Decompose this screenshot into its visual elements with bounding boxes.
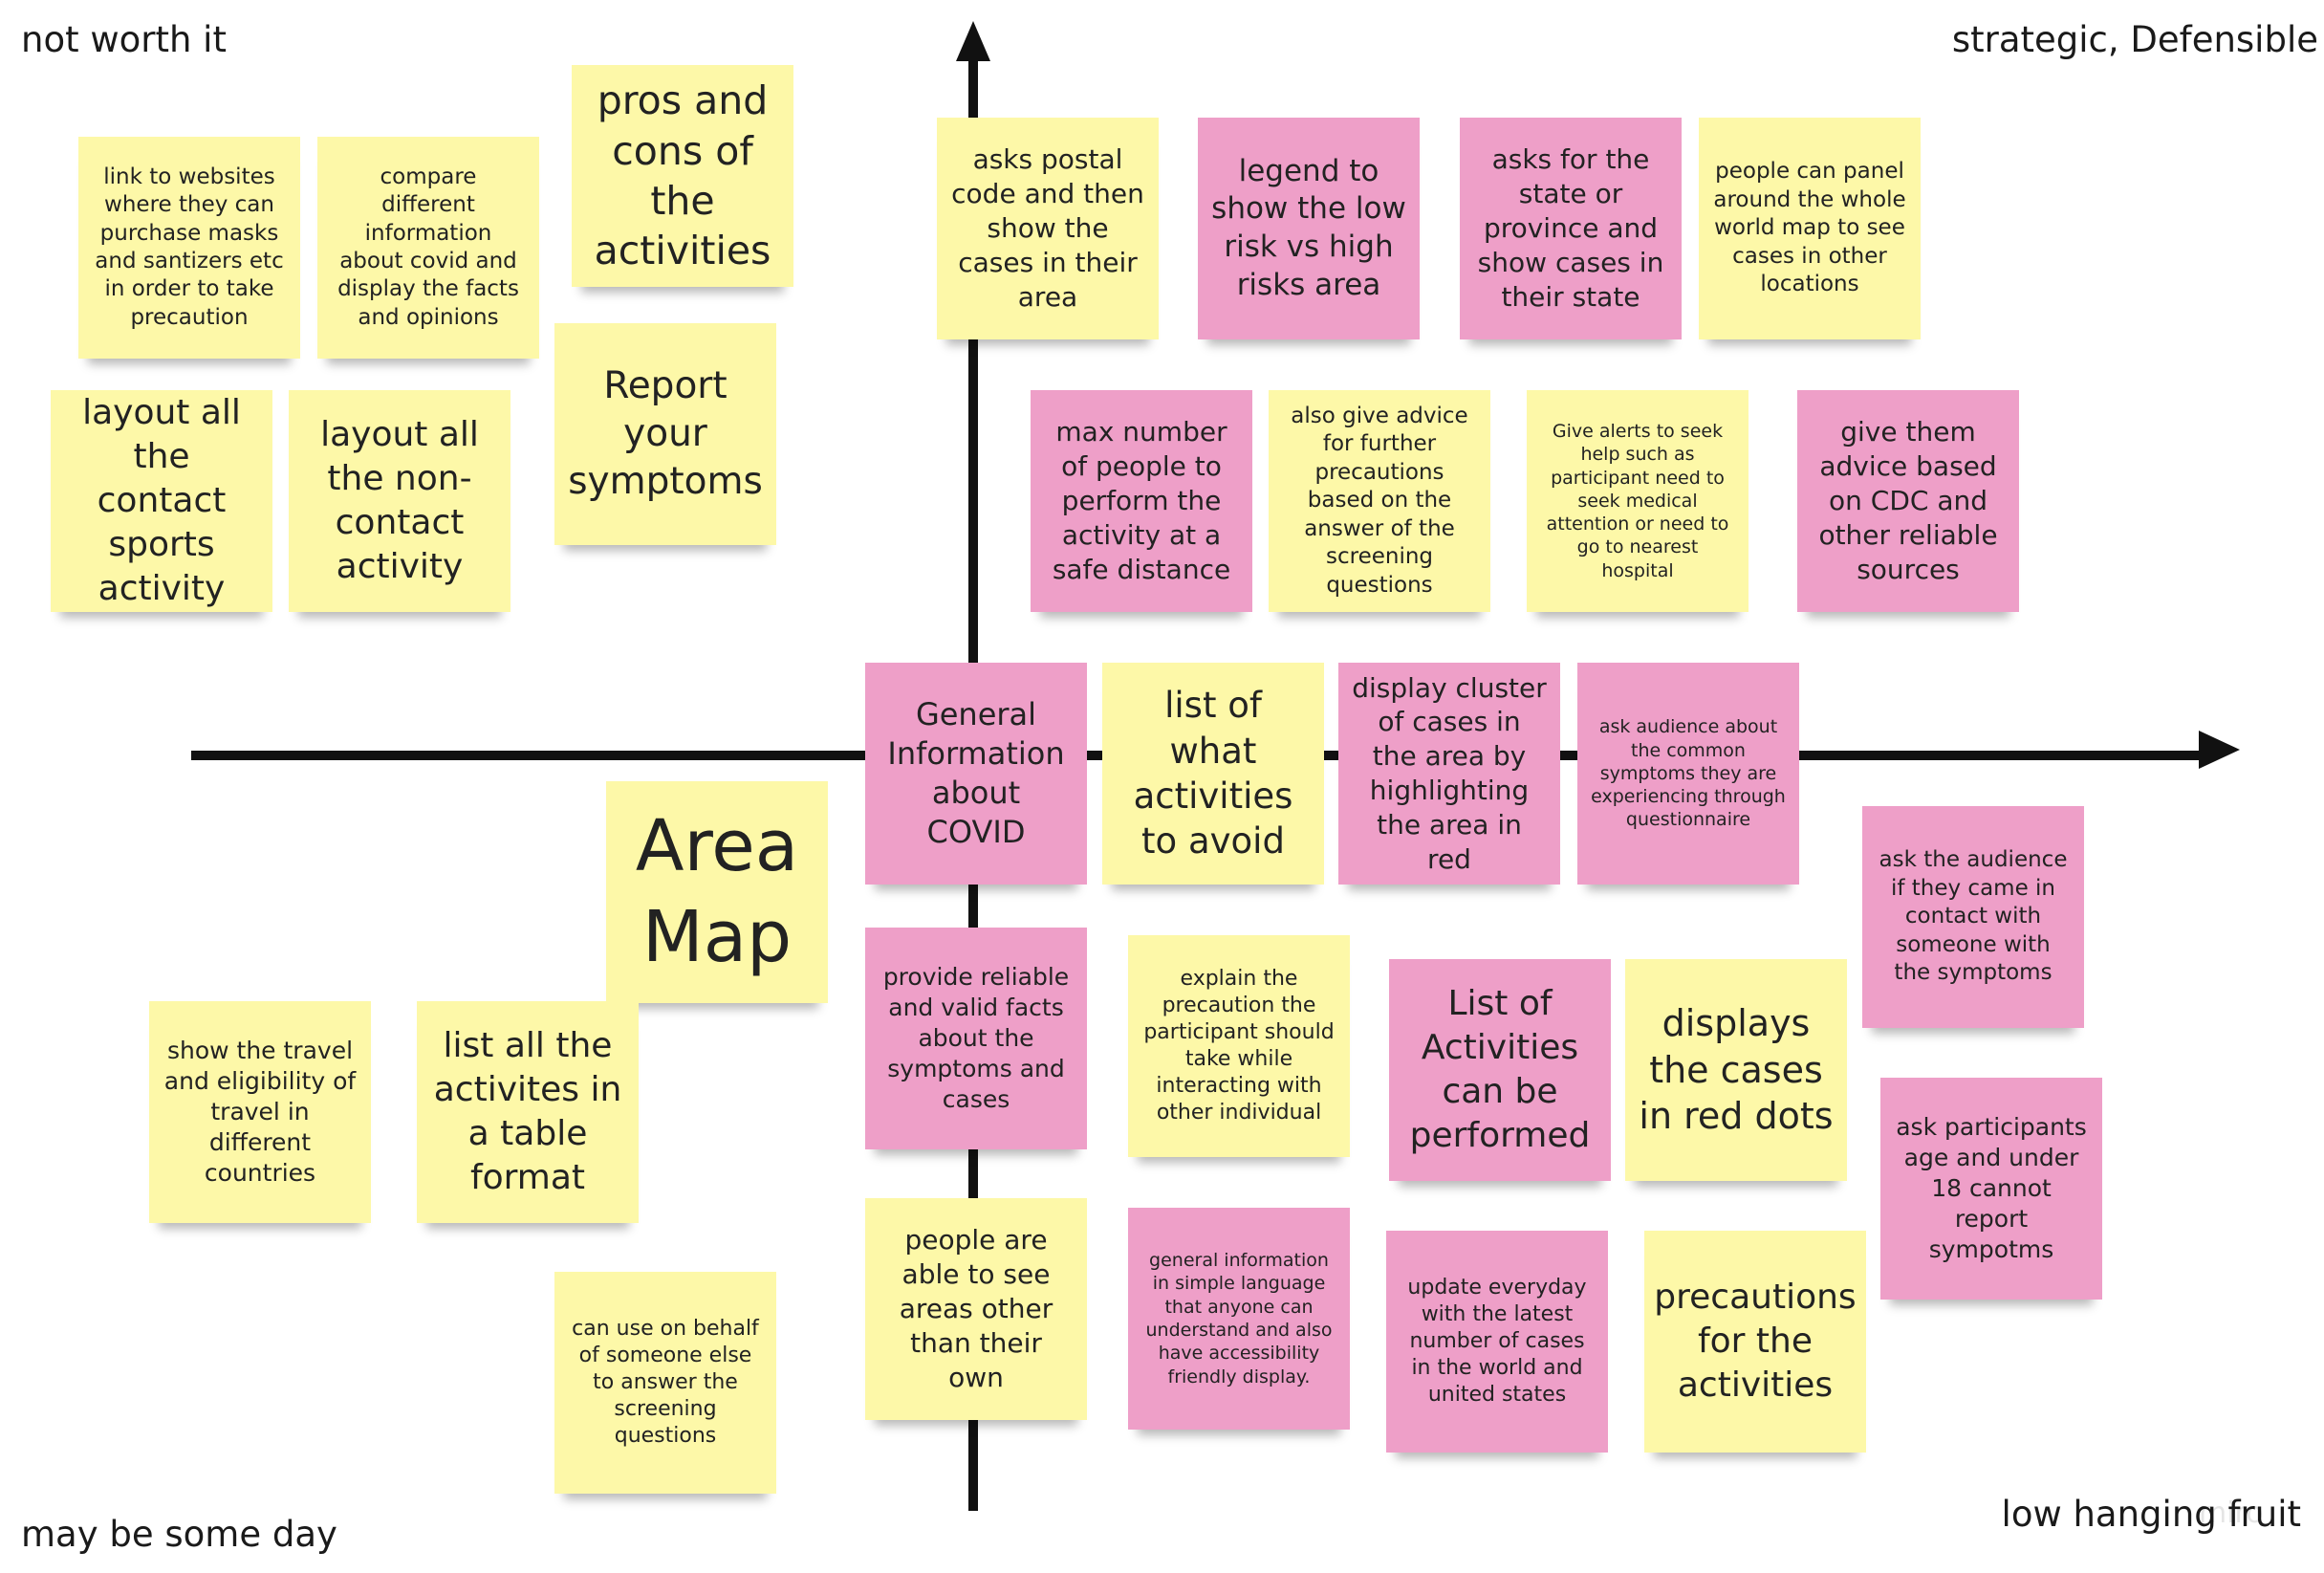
sticky-note-ask-audience-about-the-common[interactable]: ask audience about the common symptoms t… [1577,663,1799,885]
sticky-note-area-map[interactable]: Area Map [606,781,828,1003]
sticky-note-text: max number of people to perform the acti… [1052,416,1231,585]
sticky-note-asks-postal-code-and-then[interactable]: asks postal code and then show the cases… [937,118,1159,339]
vertical-axis-arrowhead [956,21,990,61]
sticky-note-people-are-able-to-see[interactable]: people are able to see areas other than … [865,1198,1087,1420]
board-watermark: miro [2199,1497,2264,1530]
sticky-note-text: asks for the state or province and show … [1477,143,1664,313]
sticky-note-list-all-the-activites-in[interactable]: list all the activites in a table format [417,1001,639,1223]
sticky-note-also-give-advice-for-further[interactable]: also give advice for further precautions… [1269,390,1490,612]
sticky-note-give-them-advice-based-on[interactable]: give them advice based on CDC and other … [1797,390,2019,612]
sticky-note-text: people can panel around the whole world … [1713,159,1906,297]
sticky-note-text: Area Map [635,805,799,978]
sticky-note-text: precautions for the activities [1654,1277,1857,1406]
sticky-note-report-your-symptoms[interactable]: Report your symptoms [554,323,776,545]
sticky-note-link-to-websites-where-they[interactable]: link to websites where they can purchase… [78,137,300,359]
sticky-note-update-everyday-with-the-latest[interactable]: update everyday with the latest number o… [1386,1231,1608,1453]
sticky-note-can-use-on-behalf-of[interactable]: can use on behalf of someone else to ans… [554,1272,776,1494]
quadrant-label-bottom-right: low hanging fruit [2001,1494,2301,1535]
sticky-note-text: list all the activites in a table format [433,1025,622,1198]
sticky-note-explain-the-precaution-the-participant[interactable]: explain the precaution the participant s… [1128,935,1350,1157]
sticky-note-text: legend to show the low risk vs high risk… [1211,153,1406,302]
sticky-note-max-number-of-people-to[interactable]: max number of people to perform the acti… [1031,390,1252,612]
quadrant-label-top-right: strategic, Defensible [1951,19,2318,60]
sticky-note-displays-the-cases-in-red[interactable]: displays the cases in red dots [1625,959,1847,1181]
sticky-note-text: General Information about COVID [887,696,1065,850]
sticky-note-text: give them advice based on CDC and other … [1818,416,1998,585]
sticky-note-list-of-what-activities-to[interactable]: list of what activities to avoid [1102,663,1324,885]
sticky-note-text: ask audience about the common symptoms t… [1591,716,1786,831]
sticky-note-text: pros and cons of the activities [594,77,771,274]
sticky-note-list-of-activities-can-be[interactable]: List of Activities can be performed [1389,959,1611,1181]
sticky-note-text: asks postal code and then show the cases… [951,143,1144,313]
sticky-note-text: people are able to see areas other than … [899,1224,1053,1393]
sticky-note-compare-different-information-about-covid[interactable]: compare different information about covi… [317,137,539,359]
sticky-note-text: explain the precaution the participant s… [1143,966,1335,1125]
sticky-note-text: ask the audience if they came in contact… [1879,847,2068,986]
sticky-note-people-can-panel-around-the[interactable]: people can panel around the whole world … [1699,118,1921,339]
sticky-note-text: display cluster of cases in the area by … [1352,671,1547,875]
sticky-note-text: provide reliable and valid facts about t… [882,963,1070,1113]
sticky-note-asks-for-the-state-or[interactable]: asks for the state or province and show … [1460,118,1682,339]
sticky-note-text: compare different information about covi… [337,164,519,330]
sticky-note-show-the-travel-and-eligibility[interactable]: show the travel and eligibility of trave… [149,1001,371,1223]
sticky-note-precautions-for-the-activities[interactable]: precautions for the activities [1644,1231,1866,1453]
sticky-note-layout-all-the-non-contact[interactable]: layout all the non-contact activity [289,390,510,612]
sticky-note-text: also give advice for further precautions… [1291,403,1468,598]
sticky-note-legend-to-show-the-low[interactable]: legend to show the low risk vs high risk… [1198,118,1420,339]
sticky-note-text: layout all the non-contact activity [320,414,479,587]
sticky-note-text: can use on behalf of someone else to ans… [572,1316,759,1449]
quadrant-label-bottom-left: may be some day [21,1514,337,1555]
sticky-note-provide-reliable-and-valid-facts[interactable]: provide reliable and valid facts about t… [865,928,1087,1149]
sticky-note-text: Give alerts to seek help such as partici… [1546,420,1729,581]
sticky-note-ask-the-audience-if-they[interactable]: ask the audience if they came in contact… [1862,806,2084,1028]
sticky-note-text: List of Activities can be performed [1409,983,1591,1156]
sticky-note-text: Report your symptoms [568,364,763,503]
sticky-note-text: list of what activities to avoid [1133,685,1293,863]
sticky-note-text: link to websites where they can purchase… [95,164,284,330]
sticky-note-general-information-about-covid[interactable]: General Information about COVID [865,663,1087,885]
sticky-note-layout-all-the-contact-sports[interactable]: layout all the contact sports activity [51,390,272,612]
sticky-note-general-information-in-simple-language[interactable]: general information in simple language t… [1128,1208,1350,1430]
horizontal-axis-arrowhead [2199,731,2240,769]
sticky-note-ask-participants-age-and-under[interactable]: ask participants age and under 18 cannot… [1880,1078,2102,1300]
sticky-note-give-alerts-to-seek-help[interactable]: Give alerts to seek help such as partici… [1527,390,1748,612]
sticky-note-text: displays the cases in red dots [1639,1002,1834,1138]
quadrant-label-top-left: not worth it [21,19,227,60]
sticky-note-text: ask participants age and under 18 cannot… [1896,1113,2087,1263]
sticky-note-text: layout all the contact sports activity [82,392,241,609]
sticky-note-text: general information in simple language t… [1145,1250,1333,1387]
sticky-note-text: show the travel and eligibility of trave… [163,1037,357,1187]
sticky-note-display-cluster-of-cases-in[interactable]: display cluster of cases in the area by … [1338,663,1560,885]
sticky-note-text: update everyday with the latest number o… [1407,1275,1587,1408]
sticky-note-pros-and-cons-of-the[interactable]: pros and cons of the activities [572,65,793,287]
